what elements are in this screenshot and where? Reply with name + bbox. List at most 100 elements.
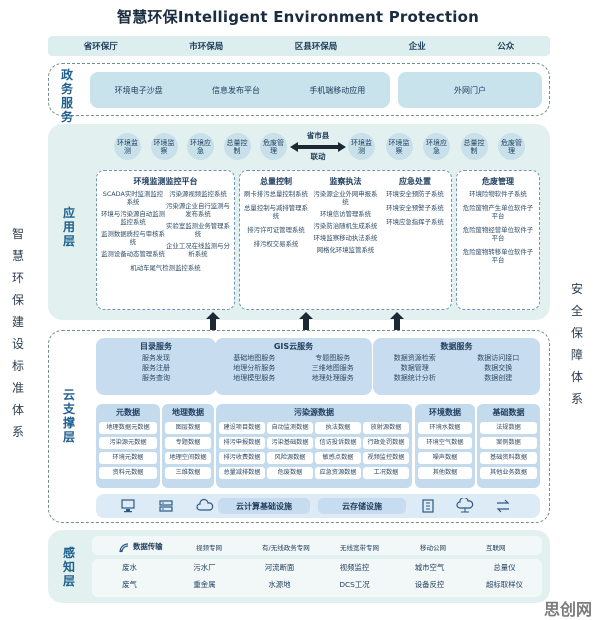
basic-title: 基础数据 xyxy=(492,408,525,417)
env-item: 其他数据 xyxy=(418,467,472,479)
emergency-item: 环境安全预防子系统 xyxy=(386,190,444,198)
cloud-icon xyxy=(196,498,214,518)
enforcement-box: 总量控制 刷卡排污总量控制系统总量控制与减排管理系统排污许可证管理系统排污权交易… xyxy=(239,170,452,310)
building-icon xyxy=(420,498,436,518)
pollution-item: 信访投诉数据 xyxy=(315,437,361,449)
app-circles-left: 环境监测环境监察环境应急总量控制危废管理 xyxy=(114,133,287,161)
standards-system-char: 智 xyxy=(11,227,24,241)
monitor-item: 企业工况在线监测与分析系统 xyxy=(166,242,230,258)
monitor-right-list: 污染源视频监控系统污染源企业自行监测与发布系统实验室监测业务管理系统企业工况在线… xyxy=(166,190,230,262)
right-circle: 环境应急 xyxy=(423,133,450,160)
cloud-layer-char: 云 xyxy=(62,388,75,402)
gis-item: 地理分析服务 xyxy=(233,364,276,372)
meta-item: 地理数据元数据 xyxy=(99,422,157,434)
cloud-storage-infra: 云存储设施 xyxy=(318,498,406,514)
transport-broadband: 无线宽带专网 xyxy=(340,544,379,552)
inspect-list: 污染源企业外网申报系统环境信访管理系统污染防治随机生成系统环境监察移动执法系统网… xyxy=(314,190,378,254)
pollution-item: 放射源数据 xyxy=(363,422,409,434)
sensor-item: 水源地 xyxy=(268,580,291,589)
gis-item: 地理处理服务 xyxy=(311,374,354,382)
sensor-item: 视频监控 xyxy=(339,563,370,572)
emergency-item: 环境应急指挥子系统 xyxy=(386,218,444,226)
app-circles-right: 环境监测环境监察环境应急总量控制危废管理 xyxy=(348,133,525,161)
pollution-item: 应急资源数据 xyxy=(315,467,361,479)
inspect-item: 环境监察移动执法系统 xyxy=(313,234,378,242)
gov-layer-char: 务 xyxy=(60,110,73,124)
gis-title: GIS云服务 xyxy=(273,342,314,351)
security-system-char: 系 xyxy=(570,392,583,406)
linkage-top: 省市县 xyxy=(306,131,330,140)
hazard-list: 环境险物软件子系统危险废物产生单位软件子平台危险废物经营单位软件子平台危险废物转… xyxy=(457,190,539,264)
left-circle: 总量控制 xyxy=(223,133,251,160)
hazard-item: 危险废物经营单位软件子平台 xyxy=(462,226,534,242)
perception-layer-char: 层 xyxy=(62,574,75,588)
sensor-item: DCS工况 xyxy=(339,580,370,589)
stakeholder-county: 区县环保局 xyxy=(294,42,338,52)
pollution-item: 危废数据 xyxy=(267,467,313,479)
geo-item: 专题数据 xyxy=(165,437,211,449)
inspect-item: 污染防治随机生成系统 xyxy=(313,222,378,230)
pollution-title: 污染源数据 xyxy=(294,408,334,417)
inspect-item: 污染源企业外网申报系统 xyxy=(313,190,378,206)
gov-portal: 外网门户 xyxy=(398,72,542,108)
gis-item: 地理模型服务 xyxy=(233,374,276,382)
data-service-item: 数据访问接口 xyxy=(477,354,520,362)
standards-system-char: 准 xyxy=(11,381,24,395)
linkage-arrow xyxy=(290,131,346,163)
emergency-title: 应急处置 xyxy=(399,177,431,186)
emergency-list: 环境安全预防子系统环境安全预警子系统环境应急指挥子系统 xyxy=(383,190,447,226)
total-item: 排污权交易系统 xyxy=(253,240,299,248)
sensor-item: 河流断面 xyxy=(264,563,295,572)
page-title: 智慧环保Intelligent Environment Protection xyxy=(117,8,479,26)
basic-list: 法规数据案例数据基础资料数据其他业务数据 xyxy=(477,418,540,480)
sensor-item: 废气 xyxy=(122,580,137,589)
basic-item: 其他业务数据 xyxy=(480,467,537,479)
data-service-item: 数据管理 xyxy=(400,364,429,372)
monitor-bottom-item: 机动车尾气检测监控系统 xyxy=(130,264,201,272)
catalog-item: 服务发现 xyxy=(142,354,170,362)
left-circle: 环境监察 xyxy=(150,133,178,160)
data-service-item: 数据创建 xyxy=(484,374,513,382)
geo-item: 三维数据 xyxy=(165,467,211,479)
total-item: 排污许可证管理系统 xyxy=(247,226,305,234)
transfer-icon xyxy=(494,498,512,518)
basic-item: 案例数据 xyxy=(480,437,537,449)
right-circle: 环境监测 xyxy=(348,133,375,160)
hazard-item: 危险废物转移单位软件子平台 xyxy=(462,248,534,264)
data-service-box: 数据服务 数据资源检索数据访问接口数据管理数据交换数据统计分析数据创建 xyxy=(373,338,540,395)
sensor-item: 城市空气 xyxy=(414,563,445,572)
inspect-item: 网格化环境监管系统 xyxy=(316,246,375,254)
server-icon xyxy=(158,498,174,518)
stakeholder-bar: 省环保厅 市环保局 区县环保局 企业 公众 xyxy=(48,36,550,56)
transport-mobile: 移动公网 xyxy=(420,544,446,552)
perception-layer-char: 知 xyxy=(62,560,75,574)
pollution-item: 污染基础数据 xyxy=(267,437,313,449)
right-circle: 环境监察 xyxy=(385,133,413,160)
inspect-title: 监察执法 xyxy=(329,177,362,186)
hazard-item: 危险废物产生单位软件子平台 xyxy=(462,204,534,220)
env-item: 环境水数据 xyxy=(418,422,472,434)
gis-list: 基础地图服务专题图服务地理分析服务三维地图服务地理模型服务地理处理服务 xyxy=(215,353,372,383)
standards-system-char: 建 xyxy=(11,315,24,329)
geo-data-box: 地理数据 图层数据专题数据地理空间数据三维数据 xyxy=(162,404,214,488)
sensor-item: 超标取样仪 xyxy=(486,580,523,589)
gov-layer-char: 服 xyxy=(60,96,73,110)
geo-item: 图层数据 xyxy=(165,422,211,434)
monitor-item: 监测设备动态管理系统 xyxy=(101,250,165,258)
env-item: 噪声数据 xyxy=(418,452,472,464)
total-title: 总量控制 xyxy=(260,177,292,186)
security-system-char: 障 xyxy=(570,348,583,362)
total-column: 总量控制 刷卡排污总量控制系统总量控制与减排管理系统排污许可证管理系统排污权交易… xyxy=(244,176,308,258)
stakeholder-public: 公众 xyxy=(497,42,515,52)
cloud-layer-name: 云支撑层 xyxy=(58,388,80,444)
meta-item: 资料元数据 xyxy=(99,467,157,479)
geo-title: 地理数据 xyxy=(172,408,204,417)
stakeholder-city: 市环保局 xyxy=(189,42,224,52)
data-service-item: 数据交换 xyxy=(484,364,513,372)
network-cloud-icon xyxy=(456,496,474,518)
monitor-left-list: SCADA实时监测监控系统环境与污染源自动监测监控系统监测数据质控与审核系统监测… xyxy=(101,190,165,262)
basic-data-box: 基础数据 法规数据案例数据基础资料数据其他业务数据 xyxy=(477,404,540,488)
perception-sensor-grid xyxy=(92,559,542,597)
pollution-item: 执法数据 xyxy=(315,422,361,434)
